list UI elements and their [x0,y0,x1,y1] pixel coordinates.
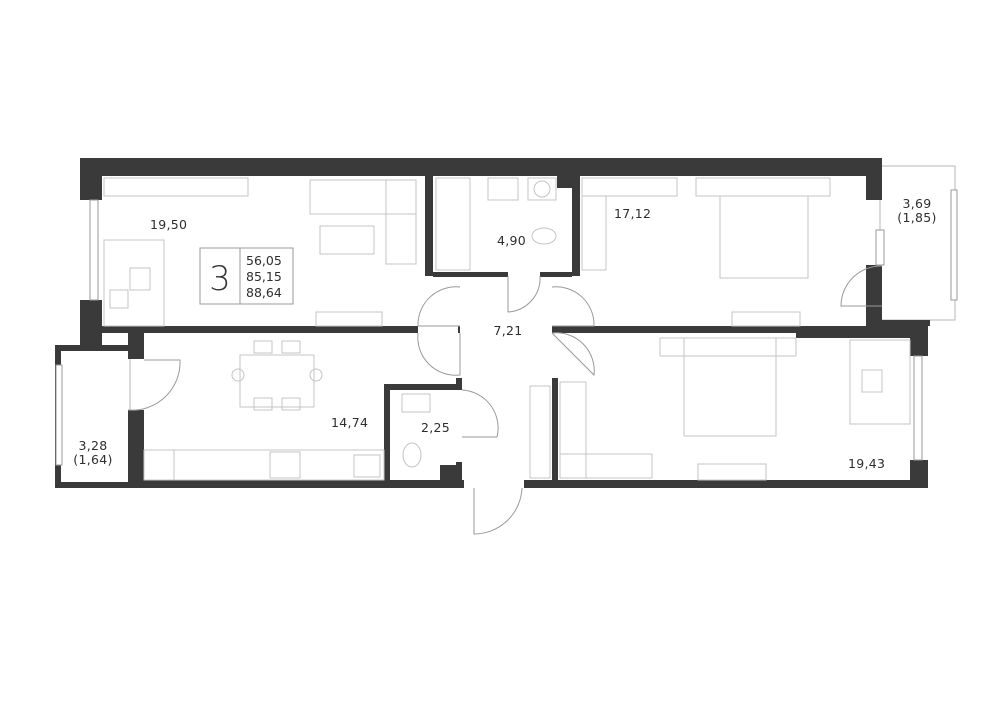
furniture [103,177,911,481]
balcony-right-area: 3,69 [902,196,931,211]
bedroom-bottom-area: 19,43 [848,456,885,471]
rooms-count: 3 [209,259,231,299]
hallway-area: 7,21 [493,323,522,338]
doors [127,265,883,535]
windows [55,189,958,466]
kitchen-area: 14,74 [331,415,368,430]
total-area-with-balconies: 88,64 [246,285,282,300]
apartment-info-box: 3 56,05 85,15 88,64 [199,247,294,305]
bathroom-area: 4,90 [497,233,526,248]
wc-area: 2,25 [421,420,450,435]
balcony-left-reduced: (1,64) [73,452,112,467]
room-labels: 19,50 4,90 17,12 3,69 (1,85) 7,21 14,74 … [73,196,936,471]
total-area: 85,15 [246,269,282,284]
bedroom-top-area: 17,12 [614,206,651,221]
living-area: 56,05 [246,253,282,268]
balcony-right-reduced: (1,85) [897,210,936,225]
walls [55,158,930,488]
living-room-area: 19,50 [150,217,187,232]
balcony-left-area: 3,28 [78,438,107,453]
